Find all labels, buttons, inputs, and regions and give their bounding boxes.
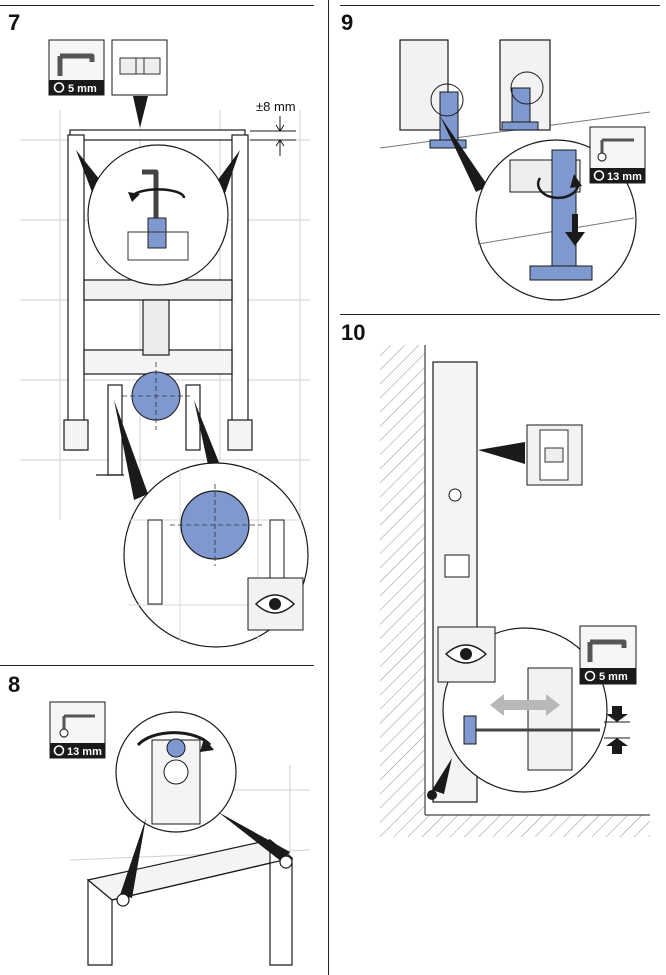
rule-step-8 — [0, 665, 314, 666]
step-7-illustration: 5 mm ±8 mm — [20, 39, 310, 648]
rule-step-9 — [340, 5, 660, 6]
dimension-marker — [250, 116, 296, 156]
step-number-9: 9 — [341, 10, 354, 35]
eye-icon-2 — [437, 626, 496, 683]
spirit-level-icon-2 — [526, 424, 583, 486]
clamp-arrows-icon — [604, 706, 630, 754]
step-number-10: 10 — [341, 320, 366, 345]
step-9-tool-size: 13 mm — [607, 171, 642, 183]
step-number-7: 7 — [8, 10, 21, 35]
socket-wrench-icon-2 — [589, 126, 646, 184]
pointer-to-level — [133, 96, 148, 128]
installation-frame — [63, 129, 253, 476]
spirit-level-icon — [111, 39, 168, 96]
step-7-dimension: ±8 mm — [256, 99, 296, 114]
hex-key-icon-2 — [579, 625, 637, 685]
push-down-arrow-icon — [565, 214, 585, 246]
rotate-arrow-icon-3 — [536, 177, 580, 200]
vertical-divider — [328, 0, 329, 975]
rule-step-10 — [340, 314, 660, 315]
hex-key-detail — [127, 169, 189, 261]
frame-perspective — [86, 838, 294, 966]
step-8-tool-size: 13 mm — [67, 746, 102, 758]
step-7-tool-size: 5 mm — [68, 83, 97, 95]
hex-key-icon — [48, 39, 105, 96]
socket-wrench-icon — [49, 701, 106, 759]
double-arrow-icon — [490, 694, 560, 716]
step-10-tool-size: 5 mm — [599, 671, 628, 683]
floor-hatch — [380, 815, 650, 837]
eye-icon — [247, 577, 304, 631]
step-number-8: 8 — [8, 672, 21, 697]
step-9-illustration: 13 mm — [379, 39, 651, 301]
rule-step-7 — [0, 5, 314, 6]
step-10-illustration: 5 mm — [380, 345, 650, 837]
wall-hatch — [380, 345, 425, 815]
step-8-illustration: 13 mm — [49, 701, 311, 966]
